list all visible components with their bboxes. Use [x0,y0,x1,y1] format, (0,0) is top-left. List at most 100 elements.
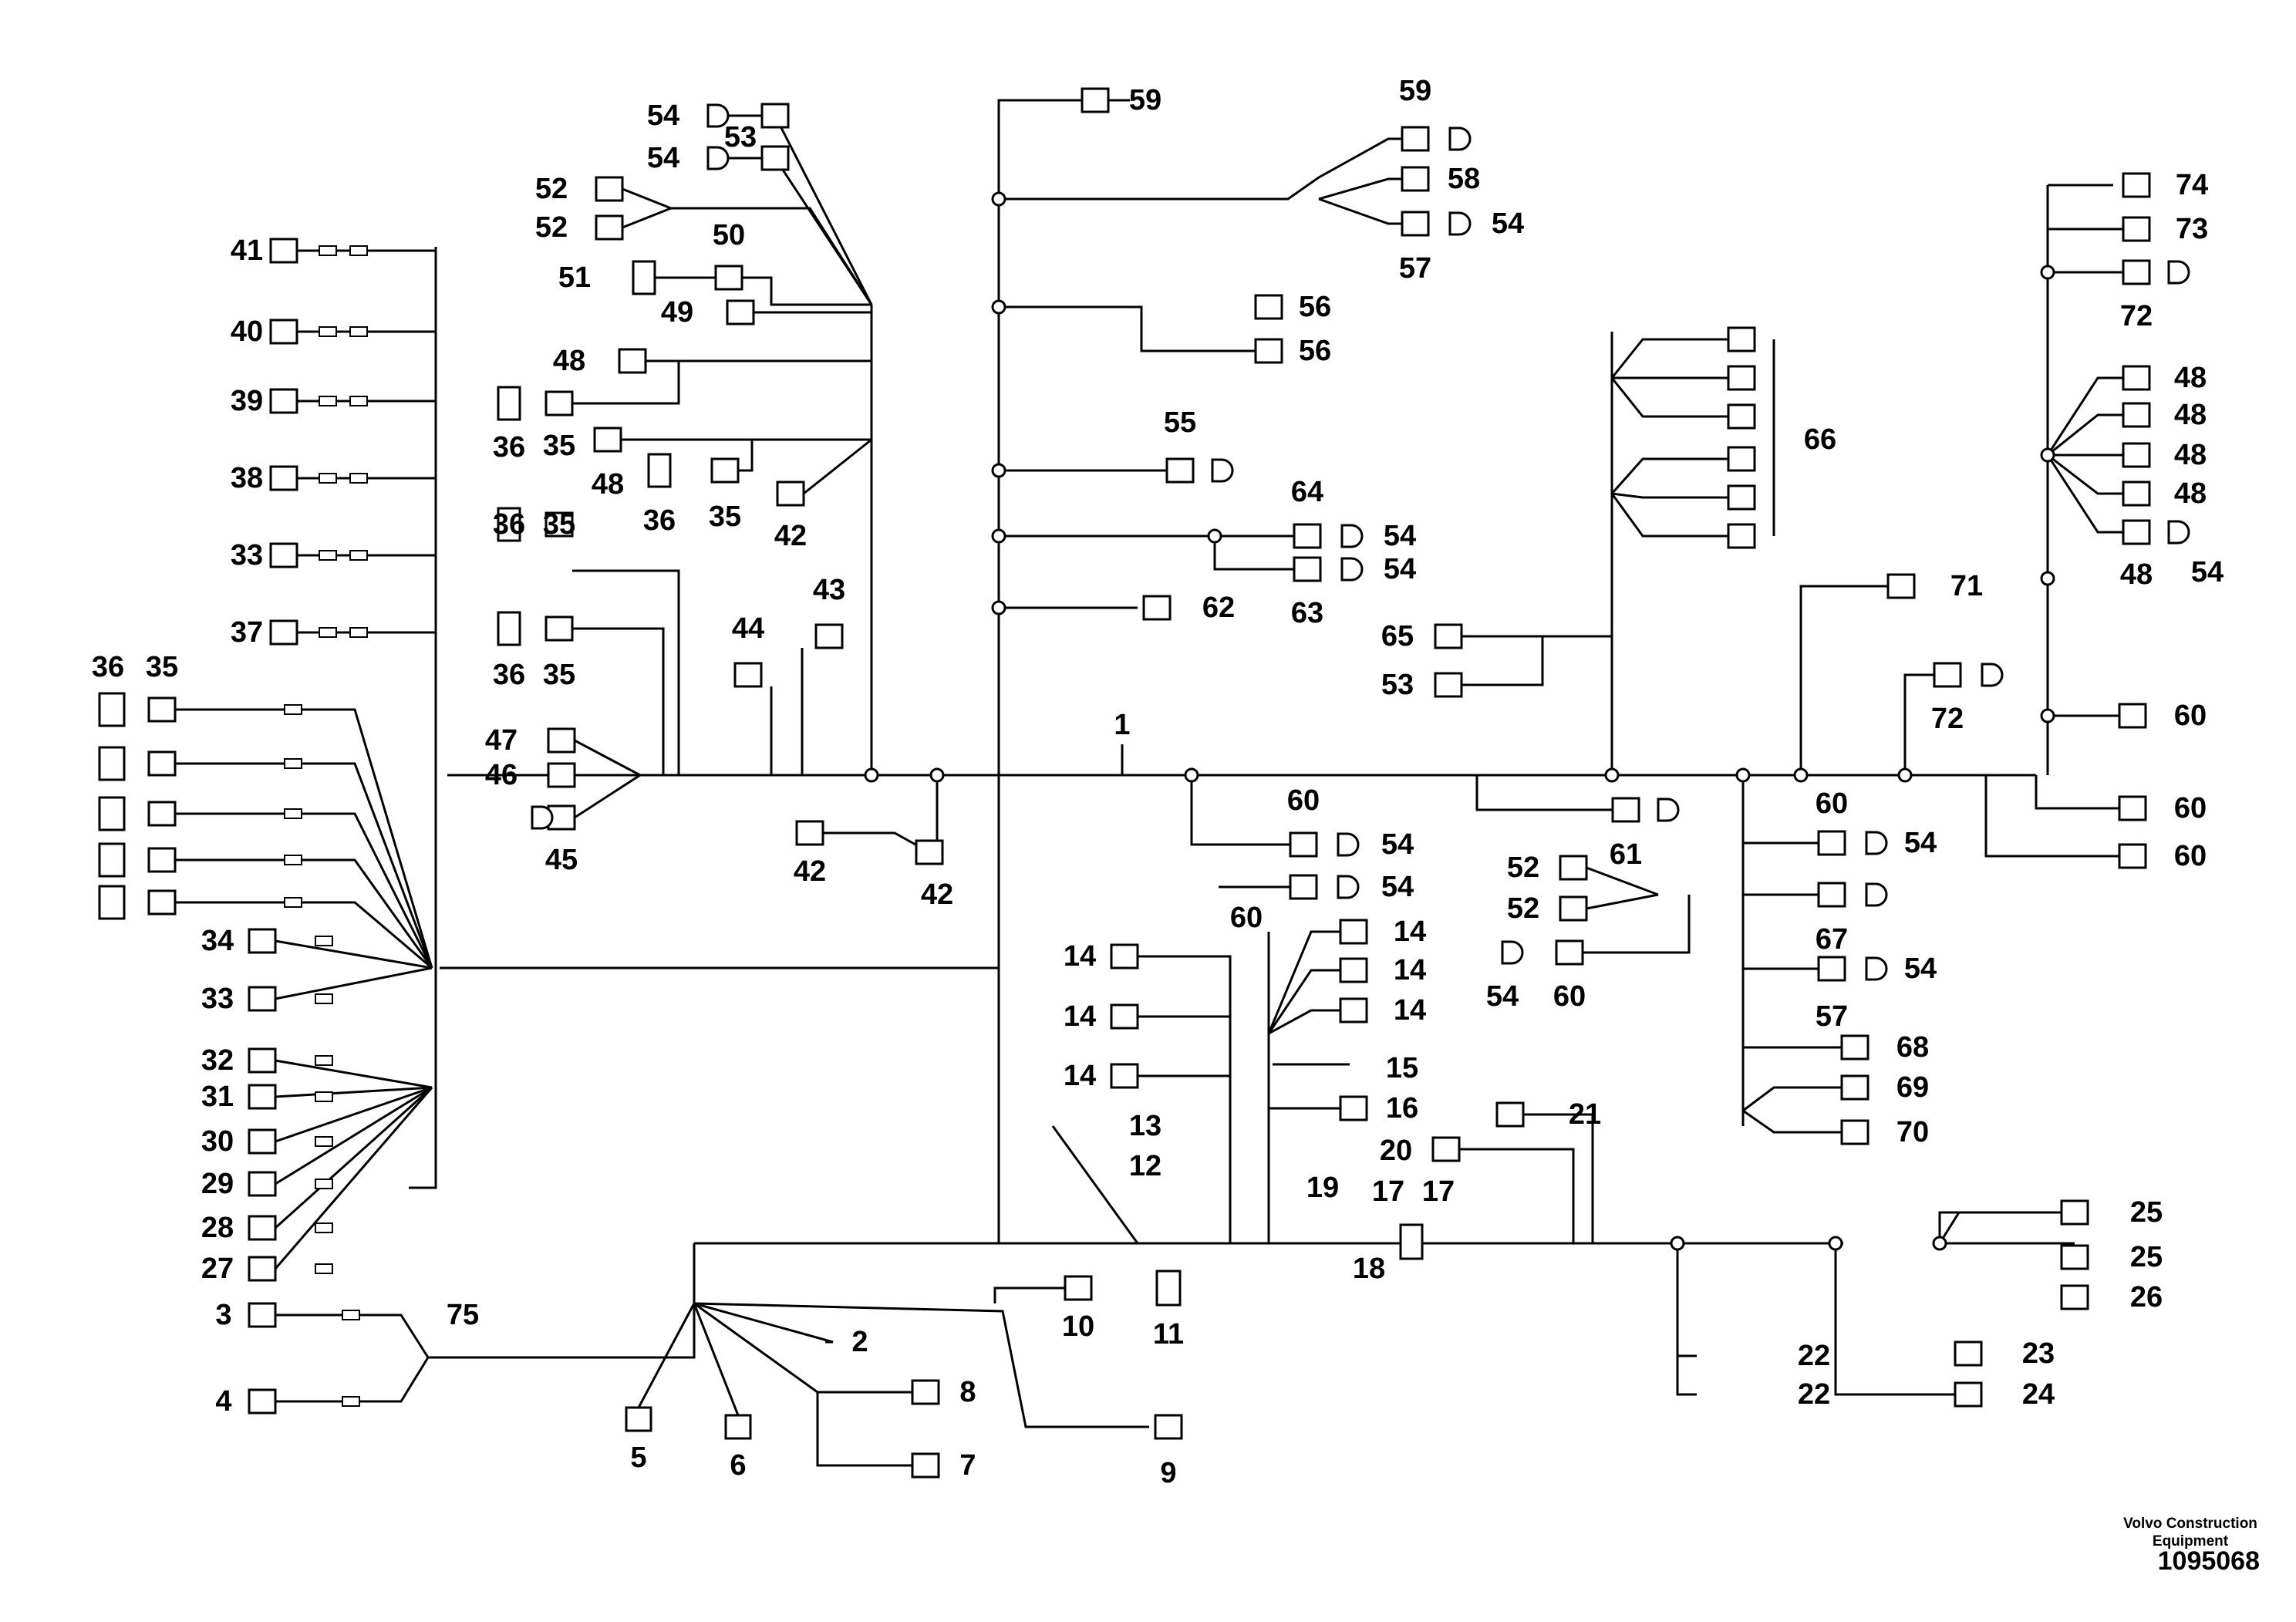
wire [275,1357,430,1403]
callout-35: 35 [543,508,575,541]
wire [1523,1113,1594,1243]
component-box [1339,997,1368,1023]
connector [315,936,333,946]
callout-40: 40 [231,315,263,348]
callout-18: 18 [1353,1253,1385,1285]
callout-53: 53 [724,121,757,153]
component-box [1886,573,1916,599]
wire [738,440,754,472]
component-box [544,615,574,642]
component-box [595,176,624,202]
component-box [1081,87,1110,113]
wire [2046,376,2125,456]
wire [275,1086,433,1098]
junction-node [864,767,879,783]
wire [176,901,433,969]
callout-48: 48 [2174,362,2207,394]
connector [315,1136,333,1147]
component-box [776,481,805,507]
component-box [269,388,298,414]
callout-72: 72 [1931,703,1964,735]
component-box [915,839,944,865]
wire [274,1087,433,1270]
junction-node [1670,1236,1685,1251]
callout-59: 59 [1399,75,1431,107]
callout-5: 5 [630,1442,646,1474]
wire [275,1086,433,1185]
wire [275,1313,430,1358]
callout-73: 73 [2176,213,2208,245]
callout-60: 60 [1287,784,1320,817]
connector [319,326,337,337]
wire [2046,454,2125,534]
callout-37: 37 [231,616,263,649]
component-box [1954,1381,1983,1408]
component-box [1933,662,1962,688]
component-box [1727,446,1756,472]
component-box [1293,523,1322,549]
component-box [248,1171,277,1197]
callout-28: 28 [201,1212,234,1244]
callout-19: 19 [1306,1172,1339,1204]
plug-connector [1448,126,1472,151]
wire [1475,775,1626,811]
component-box [2122,216,2151,242]
wire [1586,893,1659,910]
connector [284,855,302,865]
component-box [1110,1003,1139,1030]
callout-56: 56 [1299,291,1331,323]
callout-75: 75 [447,1299,479,1331]
connector [349,326,368,337]
wire [816,1392,918,1467]
wire [1610,493,1728,538]
callout-24: 24 [2022,1378,2055,1411]
callout-59: 59 [1129,84,1161,116]
component-box [269,319,298,345]
component-box [1840,1074,1870,1101]
plug-connector [1340,524,1364,548]
component-box [1254,338,1283,364]
connector [319,396,337,406]
callout-54: 54 [1384,520,1416,552]
callout-71: 71 [1950,570,1983,602]
plug-connector [706,103,730,128]
callout-13: 13 [1129,1110,1161,1142]
plug-connector [1337,875,1360,899]
component-box [2122,442,2151,468]
component-box [1559,855,1588,881]
component-box [1559,895,1588,922]
callout-33: 33 [231,539,263,572]
wire [275,1086,433,1143]
wire [572,627,665,775]
component-box [1840,1034,1870,1061]
component-box [248,1047,277,1074]
component-box [1289,874,1318,900]
component-box [1339,1095,1368,1121]
callout-62: 62 [1202,592,1235,624]
component-box [1401,211,1430,237]
component-box [248,1128,277,1155]
connector [319,473,337,484]
callout-22: 22 [1798,1340,1830,1372]
component-box [147,847,177,873]
callout-1: 1 [1114,709,1130,741]
plug-connector [1501,940,1524,965]
trunk-top [997,99,1130,775]
wire [656,276,872,306]
component-box [1727,484,1756,511]
component-box [1142,595,1172,621]
wire [1318,177,1415,201]
component-box [248,1084,277,1110]
component-box [593,427,622,453]
component-box [2060,1244,2089,1270]
callout-49: 49 [661,296,693,329]
plug-connector [706,146,730,170]
component-box [1339,957,1368,983]
wire [646,359,873,440]
wire [574,739,641,777]
component-box [1817,830,1846,856]
callout-17: 17 [1422,1175,1455,1208]
component-box [248,928,277,954]
callout-21: 21 [1569,1098,1601,1131]
component-box [2122,481,2151,507]
